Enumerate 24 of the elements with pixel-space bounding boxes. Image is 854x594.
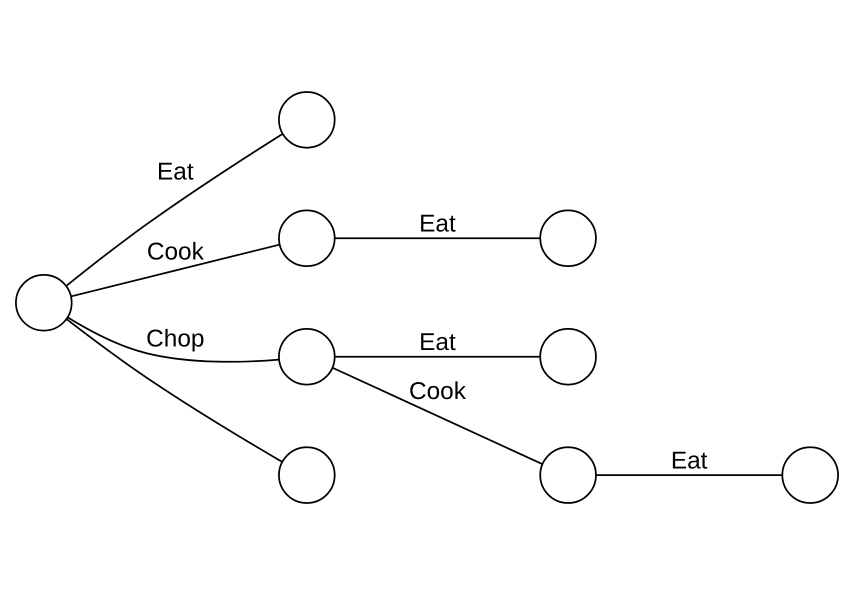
node-circle bbox=[15, 273, 73, 331]
node-circle bbox=[278, 90, 336, 148]
connector bbox=[67, 316, 279, 362]
node-circle bbox=[781, 446, 839, 504]
node-circle bbox=[539, 327, 597, 385]
node-circle bbox=[278, 446, 336, 504]
edge-label: Eat bbox=[419, 328, 456, 356]
edge-label: Eat bbox=[157, 158, 194, 185]
connector bbox=[332, 366, 542, 464]
node-circle bbox=[539, 209, 597, 267]
edge-label: Eat bbox=[419, 210, 456, 238]
connector bbox=[71, 243, 280, 297]
connector bbox=[334, 355, 540, 358]
node-circle bbox=[278, 209, 336, 267]
edge-label: Cook bbox=[409, 377, 466, 404]
edge-label: Chop bbox=[146, 325, 204, 352]
connector bbox=[66, 132, 284, 286]
edge-label: Cook bbox=[146, 238, 204, 266]
connector bbox=[334, 236, 540, 239]
connector bbox=[596, 474, 782, 476]
connector bbox=[66, 318, 283, 462]
node-circle bbox=[278, 327, 336, 385]
edge-label: Eat bbox=[670, 447, 708, 474]
node-circle bbox=[539, 446, 597, 504]
